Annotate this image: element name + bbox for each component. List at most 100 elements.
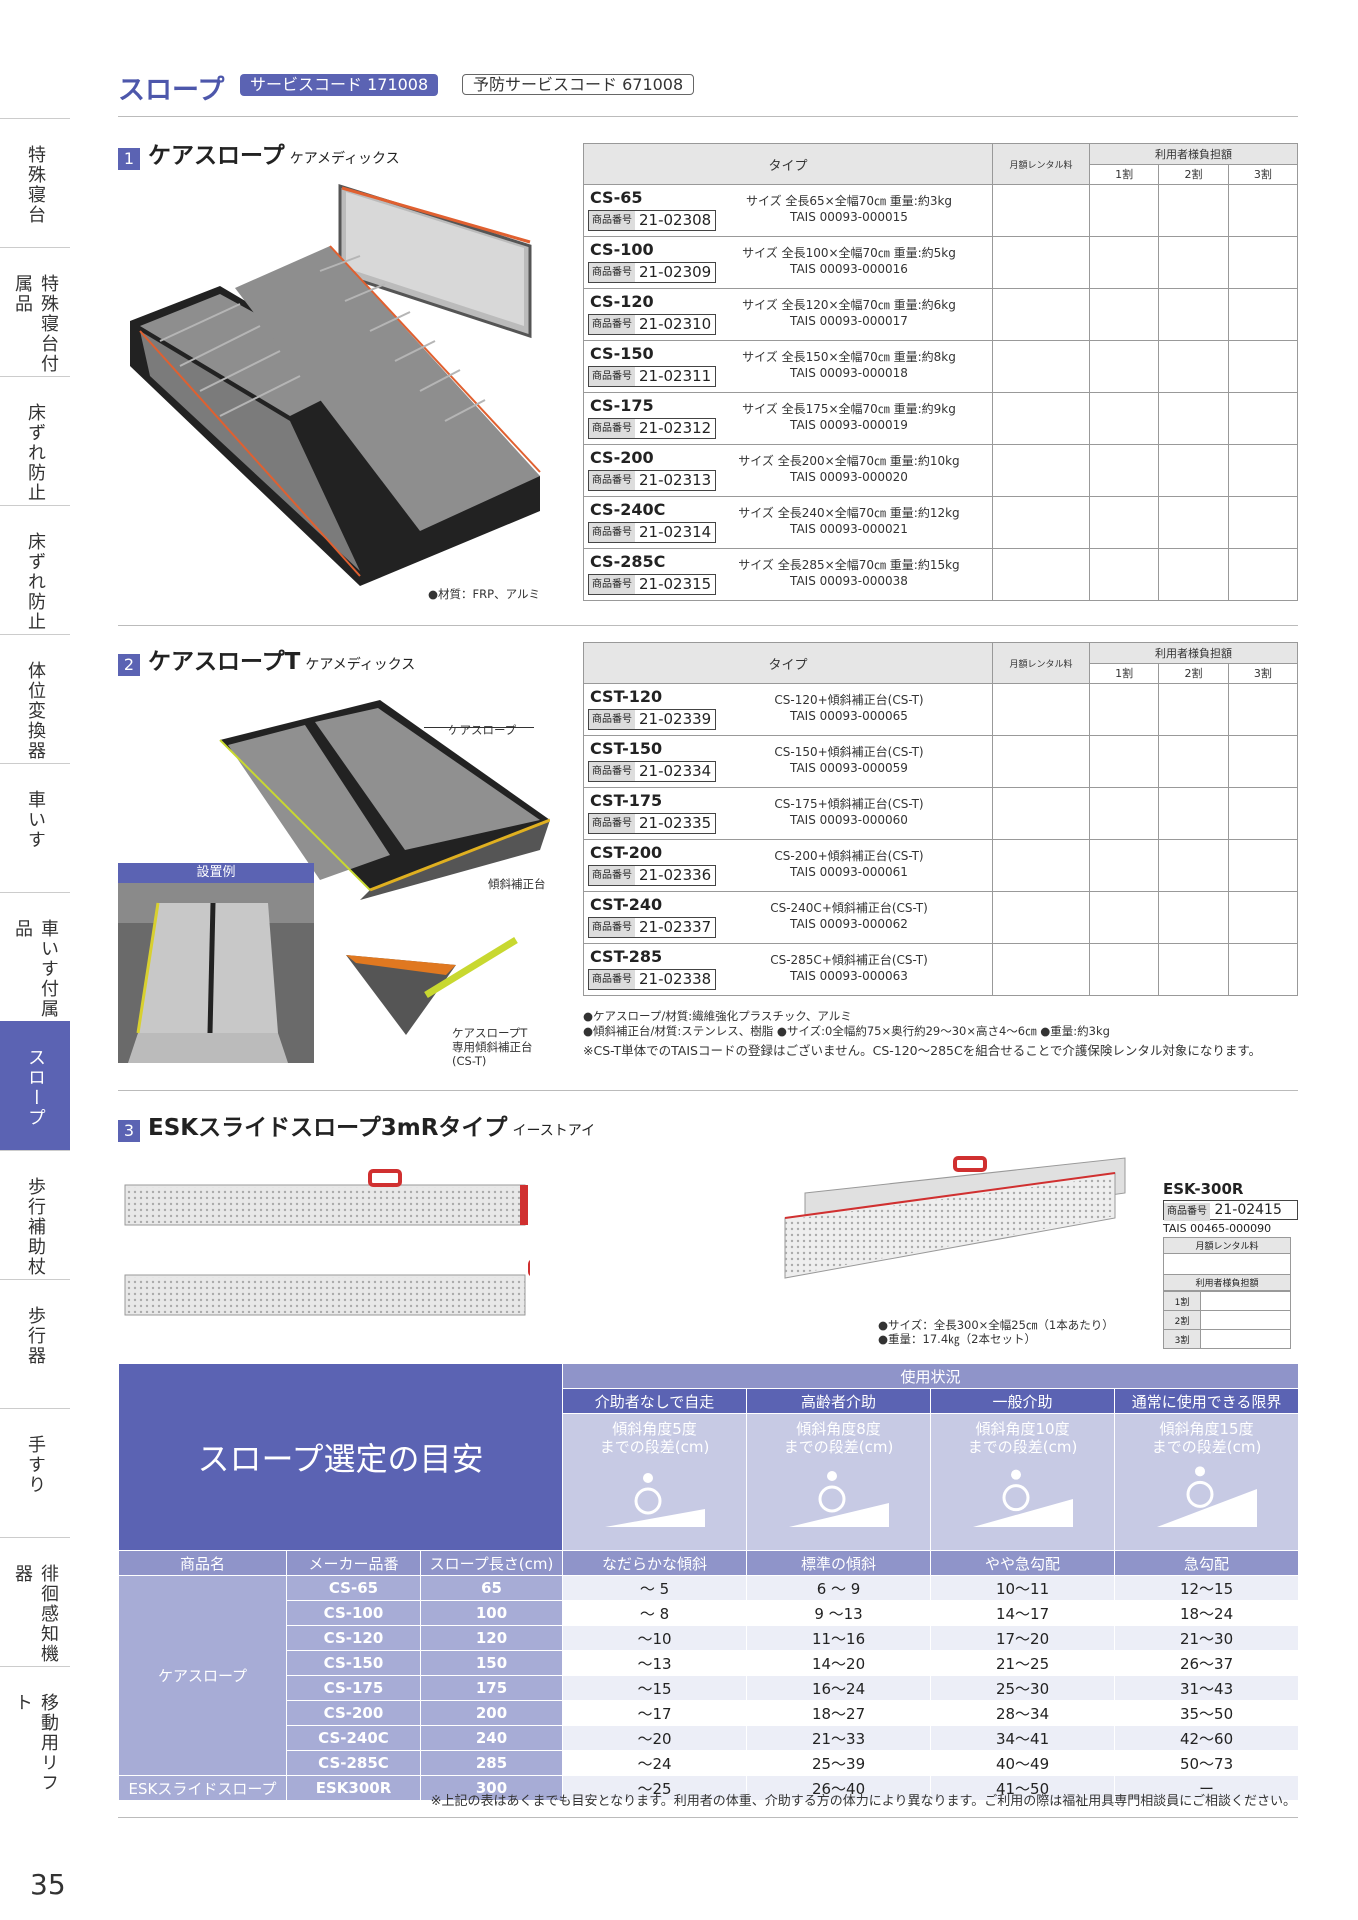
side-tab[interactable]: 体位変換器 (0, 634, 70, 763)
maker-code: ESK300R (286, 1775, 421, 1801)
slope-steep: やや急勾配 (930, 1550, 1116, 1576)
side-tab[interactable]: 歩行器 (0, 1279, 70, 1408)
guide-footnote: ※上記の表はあくまでも目安となります。利用者の体重、介助する方の体力により異なり… (430, 1794, 1296, 1809)
price-cell (992, 496, 1090, 549)
price-cell (992, 444, 1090, 497)
side-tab[interactable]: スロープ (0, 1021, 70, 1150)
model-name: CST-120 (590, 687, 663, 706)
product-spec: CS-150+傾斜補正台(CS-T)TAIS 00093-000059 (774, 745, 924, 775)
wheelchair-slope-icon (788, 1471, 889, 1527)
price-cell (1227, 444, 1299, 497)
price-cell (1158, 787, 1229, 840)
price-cell (1088, 891, 1160, 944)
price-cell (1227, 735, 1299, 788)
type-header: タイプ (583, 143, 993, 185)
wheelchair-slope-icon (1156, 1466, 1257, 1527)
side-tab[interactable]: 床ずれ防止 (0, 505, 70, 634)
model-name: CST-150 (590, 739, 663, 758)
rent-header: 月額レンタル料 (992, 642, 1090, 684)
slope-length: 200 (419, 1700, 564, 1726)
step-range: 〜17 (562, 1700, 748, 1726)
side-tab[interactable]: 特殊寝台 (0, 118, 70, 247)
esk-price-table: 月額レンタル料 利用者様負担額 (1163, 1237, 1291, 1291)
section-number: 2 (118, 653, 140, 676)
col-slope-length: スロープ長さ(cm) (419, 1550, 564, 1576)
step-range: 〜15 (562, 1675, 748, 1701)
model-name: CS-100 (590, 240, 654, 259)
section-title: ケアスロープ (148, 143, 285, 169)
price-cell (1158, 236, 1229, 289)
price-cell (992, 340, 1090, 393)
step-range: 42〜60 (1114, 1725, 1300, 1751)
slope-length: 240 (419, 1725, 564, 1751)
side-tab[interactable]: 徘徊感知機器 (0, 1537, 70, 1666)
price-cell (1088, 548, 1160, 601)
group-esk-slope: ESKスライドスロープ (118, 1775, 287, 1801)
price-cell (1088, 496, 1160, 549)
side-tab[interactable]: 特殊寝台付属品 (0, 247, 70, 376)
section-1-material-note: ●材質：FRP、アルミ (428, 587, 540, 601)
product-spec: CS-200+傾斜補正台(CS-T)TAIS 00093-000061 (774, 849, 924, 879)
side-tab[interactable]: 車いす (0, 763, 70, 892)
step-range: 18〜27 (746, 1700, 932, 1726)
section-divider (118, 625, 1298, 626)
side-tab[interactable]: 車いす付属品 (0, 892, 70, 1021)
price-cell (1227, 683, 1299, 736)
header-divider (118, 116, 1298, 117)
slope-length: 65 (419, 1575, 564, 1601)
esk-tais: TAIS 00465-000090 (1163, 1222, 1272, 1235)
model-name: CS-120 (590, 292, 654, 311)
model-name: CS-200 (590, 448, 654, 467)
wheelchair-slope-icon (604, 1473, 705, 1527)
side-index: 特殊寝台特殊寝台付属品床ずれ防止床ずれ防止体位変換器車いす車いす付属品スロープ歩… (0, 118, 70, 1795)
maker-code: CS-200 (286, 1700, 421, 1726)
step-range: 26〜37 (1114, 1650, 1300, 1676)
step-range: 40〜49 (930, 1750, 1116, 1776)
pct-3-header: 3割 (1227, 163, 1299, 185)
price-cell (1227, 236, 1299, 289)
section-maker: ケアメディックス (289, 151, 400, 167)
step-range: 12〜15 (1114, 1575, 1300, 1601)
rent-header: 月額レンタル料 (992, 143, 1090, 185)
usage-condition: 一般介助 (930, 1388, 1116, 1414)
price-cell (1227, 288, 1299, 341)
group-care-slope: ケアスロープ (118, 1575, 287, 1776)
side-tab[interactable]: 移動用リフト (0, 1666, 70, 1795)
price-cell (992, 891, 1090, 944)
side-tab[interactable]: 手すり (0, 1408, 70, 1537)
esk-slope-folded-photo (784, 1156, 1126, 1279)
side-tab[interactable]: 歩行補助杖 (0, 1150, 70, 1279)
maker-code: CS-240C (286, 1725, 421, 1751)
product-spec: CS-120+傾斜補正台(CS-T)TAIS 00093-000065 (774, 693, 924, 723)
pct-2-header: 2割 (1158, 163, 1229, 185)
maker-code: CS-150 (286, 1650, 421, 1676)
table-2-notes: ●ケアスロープ/材質:繊維強化プラスチック、アルミ ●傾斜補正台/材質:ステンレ… (583, 1009, 1262, 1058)
price-cell (1227, 839, 1299, 892)
price-cell (1088, 340, 1160, 393)
angle-cell: 傾斜角度8度までの段差(cm) (746, 1413, 932, 1551)
side-tab[interactable]: 床ずれ防止 (0, 376, 70, 505)
price-cell (1088, 943, 1160, 996)
step-range: 28〜34 (930, 1700, 1116, 1726)
price-cell (1158, 683, 1229, 736)
price-cell (1088, 288, 1160, 341)
price-cell (992, 392, 1090, 445)
price-cell (1158, 891, 1229, 944)
